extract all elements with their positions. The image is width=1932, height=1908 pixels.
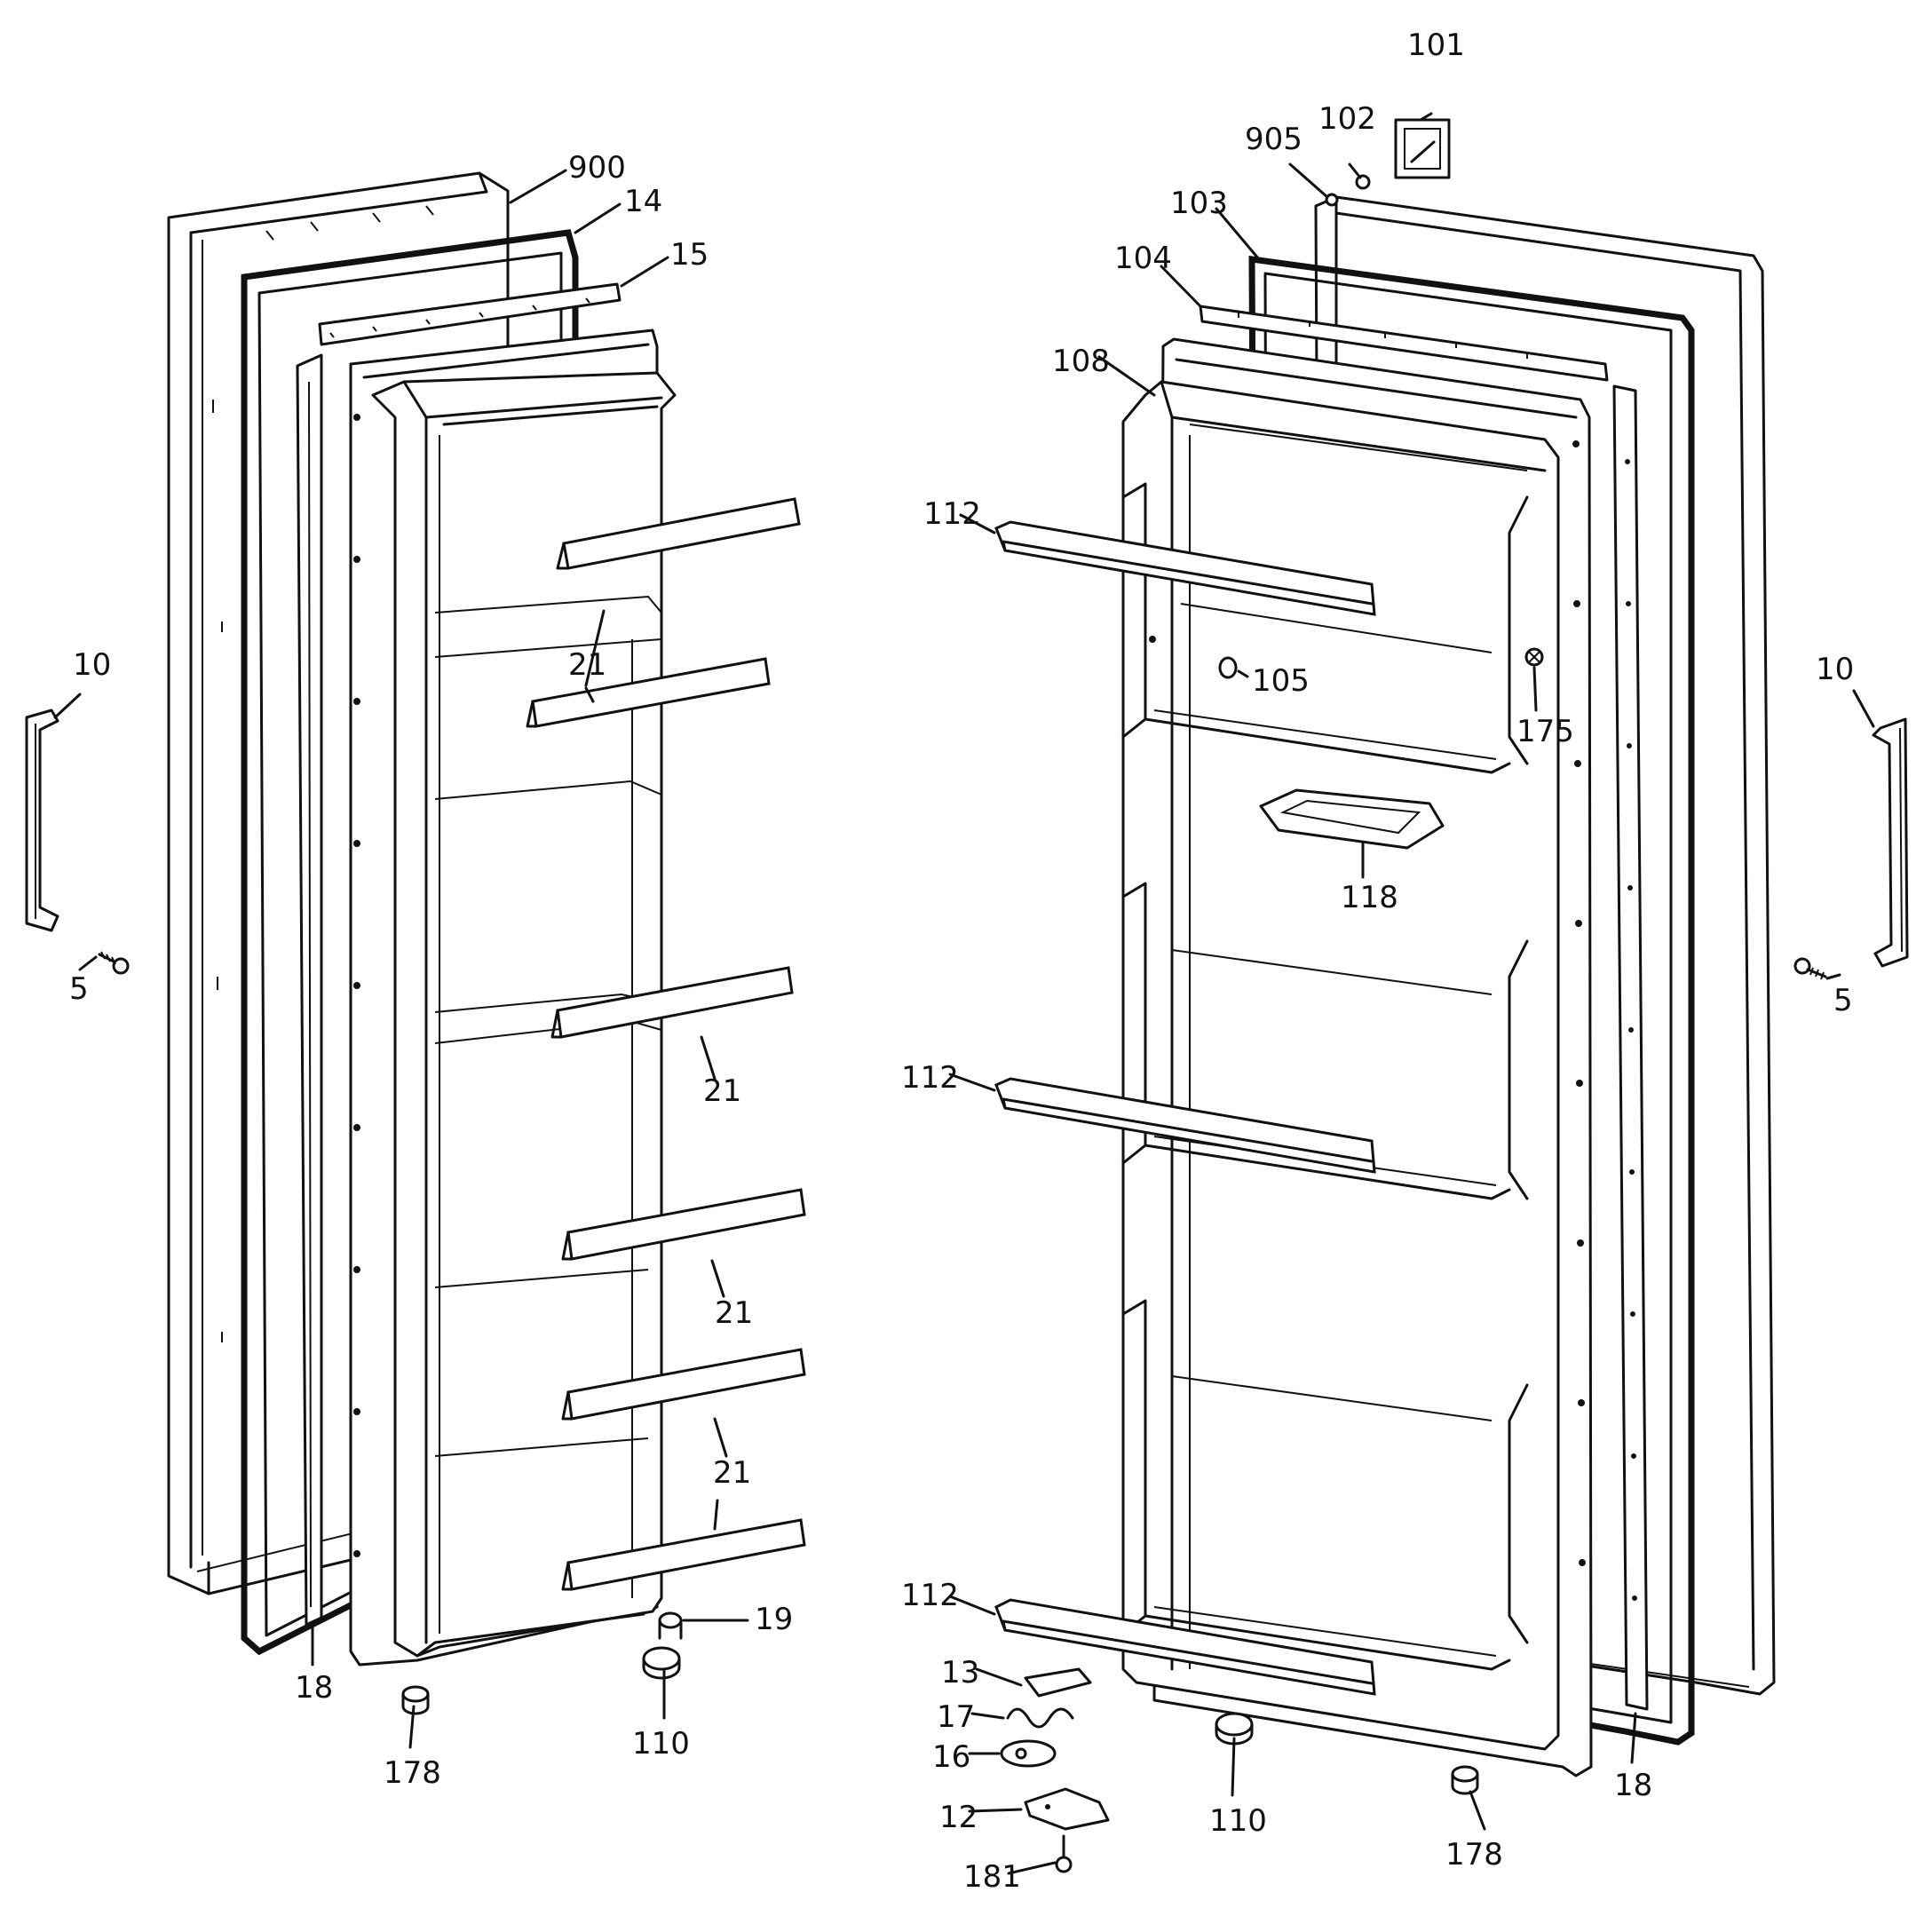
left-door-stop (642, 1646, 681, 1680)
right-shelf-bars (994, 520, 1376, 1696)
right-handle-screw (1793, 957, 1827, 980)
right-liner-screw-holes (1572, 440, 1586, 1566)
left-hinge-strip (296, 353, 323, 1627)
callout-10-right: 10 (1816, 652, 1854, 687)
callout-10-left: 10 (73, 647, 111, 683)
callout-21-c: 21 (715, 1295, 753, 1331)
callout-21-a: 21 (568, 647, 606, 683)
right-hinge-strip (1612, 384, 1649, 1711)
callout-112-c: 112 (901, 1578, 959, 1613)
right-door-assembly (994, 118, 1909, 1873)
callout-18-right: 18 (1614, 1768, 1652, 1803)
right-leveling-foot (1451, 1765, 1479, 1795)
left-door-assembly (25, 171, 806, 1715)
callout-108: 108 (1052, 344, 1110, 379)
callout-labels: 900 14 15 21 21 21 21 10 5 18 178 110 19… (69, 28, 1854, 1895)
callout-19: 19 (755, 1602, 793, 1637)
callout-900: 900 (568, 150, 626, 186)
left-shelf-bars (526, 497, 806, 1591)
right-top-knob (1355, 174, 1371, 190)
callout-21-b: 21 (703, 1073, 741, 1109)
callout-17: 17 (937, 1699, 975, 1735)
right-top-bracket (1394, 118, 1451, 179)
callout-118: 118 (1341, 880, 1398, 915)
left-door-liner-strip (318, 282, 622, 346)
left-handle-screw (98, 951, 130, 975)
callout-178-left: 178 (384, 1755, 441, 1791)
left-leveling-foot (401, 1685, 430, 1715)
right-hinge-washer (1000, 1739, 1057, 1768)
callout-18-left: 18 (295, 1670, 333, 1706)
callout-181: 181 (963, 1859, 1021, 1895)
left-door-handle (25, 709, 59, 932)
callout-905: 905 (1245, 122, 1303, 157)
right-hinge-plate (1024, 1667, 1092, 1698)
callout-102: 102 (1318, 101, 1376, 137)
callout-15: 15 (670, 237, 709, 273)
callout-175: 175 (1516, 714, 1574, 749)
right-butter-dish (1259, 788, 1445, 850)
callout-5-left: 5 (69, 971, 89, 1007)
callout-5-right: 5 (1833, 983, 1853, 1018)
callout-21-d: 21 (713, 1455, 751, 1491)
callout-104: 104 (1114, 241, 1172, 276)
right-hinge-screw (1055, 1834, 1073, 1873)
callout-110-left: 110 (632, 1726, 690, 1762)
callout-14: 14 (624, 184, 662, 219)
callout-101: 101 (1407, 28, 1465, 63)
callout-103: 103 (1170, 186, 1228, 221)
right-hinge-bracket (1024, 1787, 1110, 1831)
right-inner-door-shell (1121, 380, 1560, 1751)
leader-lines (53, 112, 1875, 1875)
right-door-liner-strip (1199, 305, 1609, 382)
right-hinge-spring (1006, 1707, 1074, 1729)
callout-12: 12 (939, 1800, 978, 1835)
callout-105: 105 (1252, 663, 1310, 699)
right-hinge-strip-holes (1625, 459, 1637, 1601)
right-door-handle (1872, 717, 1909, 968)
callout-112-a: 112 (923, 496, 981, 532)
left-liner-screw-holes (353, 414, 360, 1557)
callout-16: 16 (932, 1739, 970, 1775)
right-liner-screw (1524, 647, 1544, 667)
callout-110-right: 110 (1209, 1803, 1267, 1839)
left-door-pivot (658, 1611, 683, 1640)
callout-178-right: 178 (1445, 1837, 1503, 1872)
callout-112-b: 112 (901, 1060, 959, 1096)
callout-13: 13 (941, 1655, 979, 1690)
